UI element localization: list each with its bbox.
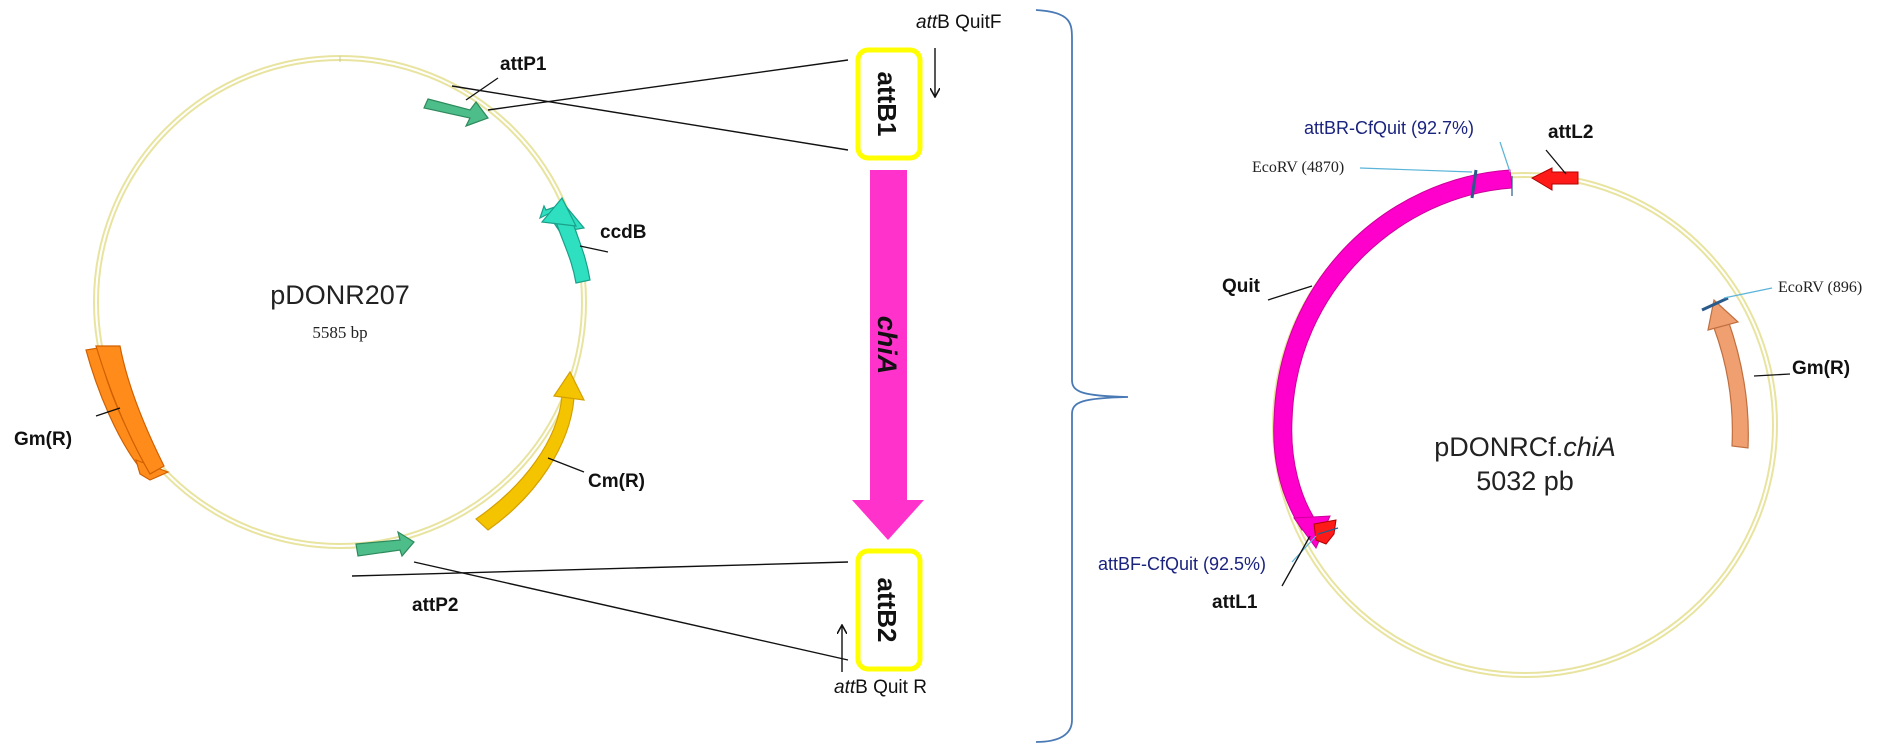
ecorv-right-label: EcoRV (896) bbox=[1778, 279, 1862, 296]
attb2-box bbox=[855, 548, 923, 672]
chia-gene-arrow bbox=[852, 170, 924, 540]
chia-gene-label: chiA bbox=[872, 316, 902, 375]
plasmid-pdonr207: attP1 ccdB Cm(R) attP2 Gm(R) pDONR207 55… bbox=[14, 54, 646, 616]
attl1-label: attL1 bbox=[1212, 592, 1258, 613]
ecorv-top-marker bbox=[1470, 169, 1478, 199]
quit-feature bbox=[1273, 169, 1513, 531]
plasmid-left-name: pDONR207 bbox=[270, 280, 410, 310]
ecorv-top-label: EcoRV (4870) bbox=[1252, 159, 1344, 176]
ecorv-right-marker bbox=[1701, 296, 1729, 312]
gmr-right-feature bbox=[1713, 319, 1749, 449]
quit-label: Quit bbox=[1222, 276, 1261, 297]
recombination-lines bbox=[351, 59, 849, 661]
primer-f-label: attB QuitF bbox=[916, 12, 1002, 33]
curly-brace bbox=[1035, 9, 1129, 743]
attbr-primer-label: attBR-CfQuit (92.7%) bbox=[1304, 118, 1474, 138]
chia-insert: attB1 attB2 chiA attB QuitF attB Quit R bbox=[834, 12, 1002, 698]
cmr-label: Cm(R) bbox=[588, 471, 645, 492]
attp2-label: attP2 bbox=[412, 595, 458, 616]
attb1-box bbox=[855, 47, 923, 161]
gmr-left-label: Gm(R) bbox=[14, 429, 72, 450]
primer-r-label: attB Quit R bbox=[834, 677, 927, 698]
attp1-feature bbox=[423, 98, 489, 128]
plasmid-right-size: 5032 pb bbox=[1476, 466, 1574, 496]
plasmid-right-name: pDONRCf.chiA bbox=[1434, 432, 1616, 462]
attb2-label: attB2 bbox=[872, 577, 902, 642]
gmr-right-label: Gm(R) bbox=[1792, 358, 1850, 379]
attp2-feature bbox=[355, 530, 415, 558]
attbf-primer-label: attBF-CfQuit (92.5%) bbox=[1098, 554, 1266, 574]
plasmid-pdonrcf-chia: attBR-CfQuit (92.7%) EcoRV (4870) attL2 … bbox=[1098, 118, 1862, 678]
attb1-label: attB1 bbox=[872, 71, 902, 136]
ccdb-label: ccdB bbox=[600, 222, 646, 243]
attl2-feature bbox=[1530, 167, 1579, 191]
attl2-label: attL2 bbox=[1548, 122, 1593, 143]
plasmid-left-size: 5585 bp bbox=[312, 323, 367, 342]
attp1-label: attP1 bbox=[500, 54, 547, 75]
